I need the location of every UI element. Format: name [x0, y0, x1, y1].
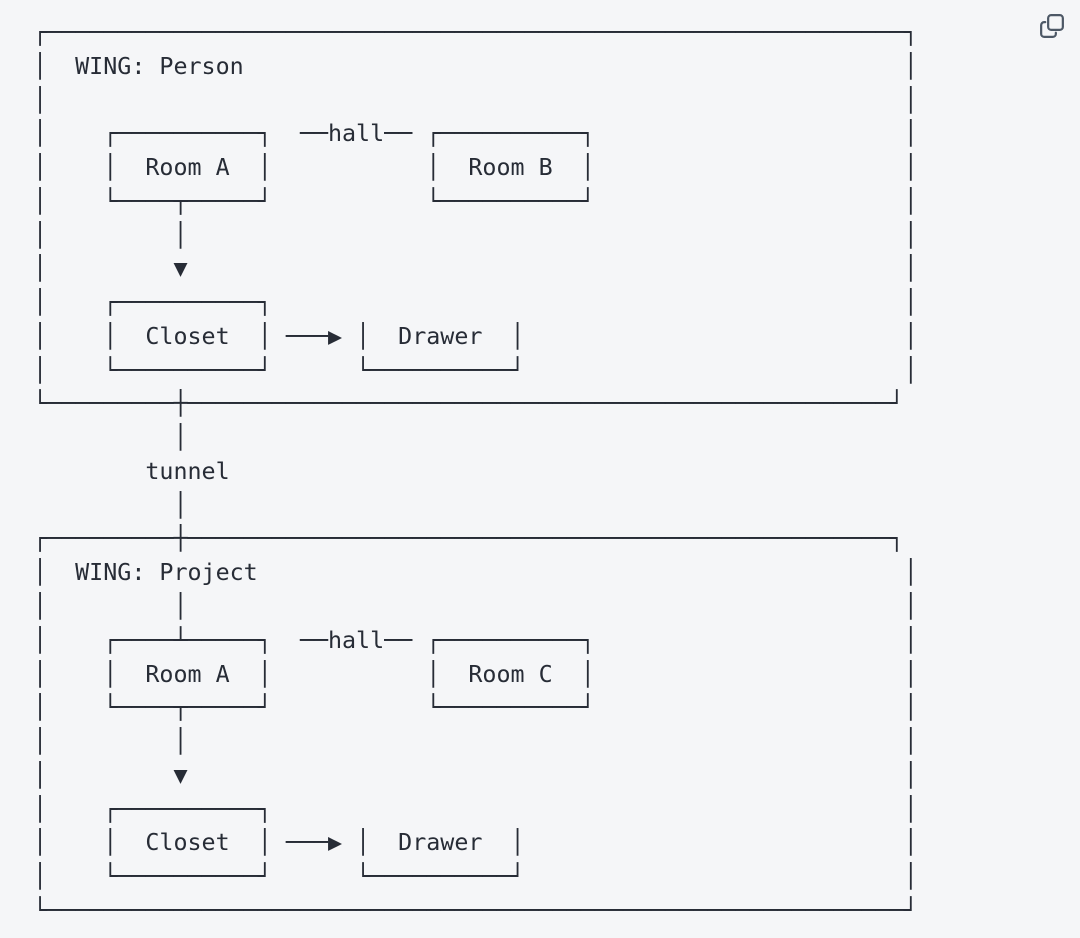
copy-button[interactable] [1035, 9, 1069, 43]
ascii-diagram: ┌───────────────────────────────────────… [33, 18, 918, 924]
copy-icon [1040, 14, 1064, 38]
